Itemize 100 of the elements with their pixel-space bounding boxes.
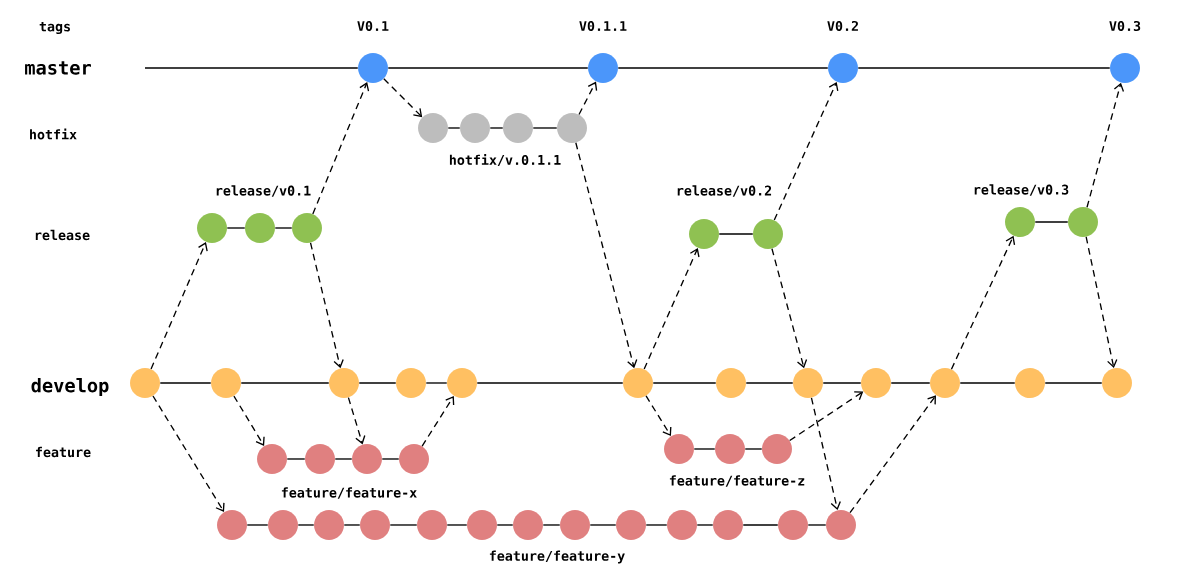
branch-line [744,448,763,450]
branch-line [890,382,931,384]
branch-label: release/v0.1 [216,185,311,197]
commit-circle [828,53,858,83]
merge-arrow [383,78,423,118]
commit-circle [305,444,335,474]
branch-line [297,524,315,526]
commit-circle [1102,368,1132,398]
commit-circle [399,444,429,474]
row-label: feature [36,446,91,458]
merge-arrow [575,142,638,369]
branch-line [343,524,361,526]
branch-line [1034,221,1069,223]
merge-arrow [1085,236,1118,369]
commit-circle [616,510,646,540]
commit-circle [930,368,960,398]
commit-circle [314,510,344,540]
row-label: master [25,61,91,75]
branch-line [425,382,448,384]
merge-arrow [1086,82,1125,208]
commit-circle [211,368,241,398]
tag-label: V0.1 [357,20,389,32]
branch-line [959,382,1016,384]
merge-arrow [643,247,700,370]
tag-label: V0.2 [827,20,858,32]
commit-circle [467,510,497,540]
branch-label: feature/feature-y [489,550,625,564]
branch-line [652,382,717,384]
branch-line [159,382,212,384]
branch-label: hotfix/v.0.1.1 [449,153,561,167]
branch-line [446,524,468,526]
branch-label: feature/feature-x [281,487,417,499]
branch-line [240,382,330,384]
branch-line [742,524,779,526]
branch-label: release/v0.3 [974,184,1069,196]
branch-line [489,127,504,129]
branch-line [542,524,561,526]
commit-circle [130,368,160,398]
branch-line [718,233,754,235]
merge-arrow [789,391,864,442]
commit-circle [418,113,448,143]
commit-circle [753,219,783,249]
merge-arrow [578,81,598,116]
branch-label: release/v0.2 [677,185,772,197]
merge-arrow [150,242,208,370]
branch-line [589,524,617,526]
commit-circle [447,368,477,398]
branch-line [381,458,400,460]
commit-circle [460,113,490,143]
branch-line [226,227,246,229]
commit-circle [513,510,543,540]
branch-line [822,382,862,384]
commit-circle [417,510,447,540]
merge-arrow [773,81,839,221]
branch-line [358,382,397,384]
merge-arrow [950,235,1016,370]
commit-circle [1110,53,1140,83]
commit-circle [197,213,227,243]
commit-circle [762,434,792,464]
commit-circle [716,368,746,398]
branch-line [617,67,829,69]
branch-line [476,382,624,384]
branch-line [696,524,714,526]
commit-circle [358,53,388,83]
row-label: hotfix [30,128,77,140]
commit-circle [713,510,743,540]
commit-circle [861,368,891,398]
commit-circle [1068,207,1098,237]
merge-arrow [771,248,808,369]
branch-line [286,458,306,460]
commit-circle [667,510,697,540]
branch-line [745,382,794,384]
merge-arrow [152,395,225,512]
row-label: tags [39,21,70,35]
commit-circle [329,368,359,398]
commit-circle [503,113,533,143]
merge-arrow [233,395,265,446]
commit-circle [588,53,618,83]
branch-line [387,67,589,69]
branch-line [447,127,461,129]
commit-circle [664,434,694,464]
branch-line [857,67,1111,69]
branch-line [807,524,827,526]
merge-arrow [347,396,366,445]
merge-arrow [312,82,370,215]
commit-circle [268,510,298,540]
merge-arrow [645,395,672,437]
branch-line [246,524,269,526]
commit-circle [1005,207,1035,237]
commit-circle [826,510,856,540]
commit-circle [360,510,390,540]
tag-label: V0.1.1 [579,20,627,32]
commit-circle [1015,368,1045,398]
commit-circle [623,368,653,398]
commit-circle [715,434,745,464]
commit-circle [557,113,587,143]
commit-circle [352,444,382,474]
merge-arrow [309,242,344,369]
branch-line [645,524,668,526]
commit-circle [217,510,247,540]
